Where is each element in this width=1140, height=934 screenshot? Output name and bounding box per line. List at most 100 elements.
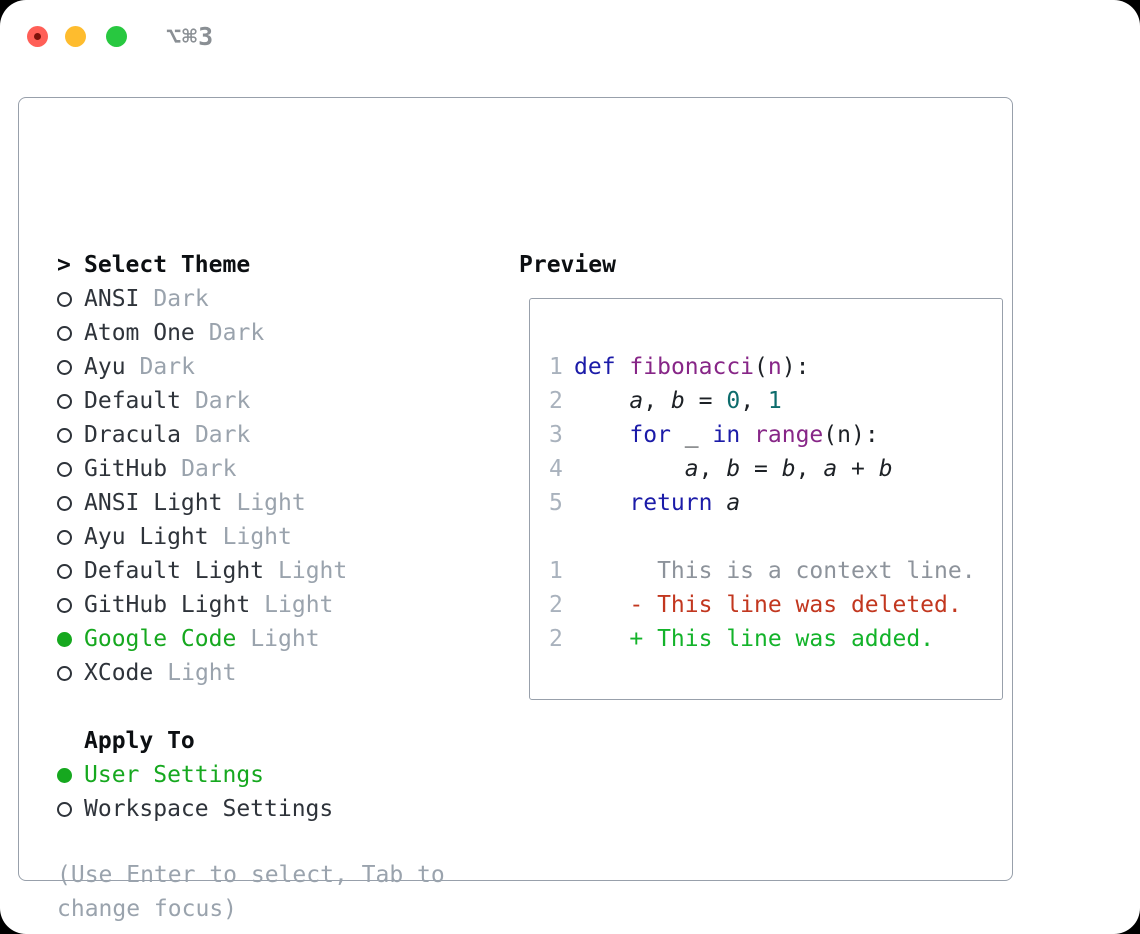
code-token-lit: 1 [767,388,782,414]
option-label: Atom One [84,320,195,346]
option-label: Default Light [84,558,265,584]
code-token-pl: ): [781,354,810,380]
option-variant: Dark [181,456,237,482]
code-token-add: + This line was added. [574,626,935,652]
radio-icon [57,495,72,511]
code-token-kw: return [629,490,713,516]
option-label: Workspace Settings [84,796,334,822]
code-token-kw: for [629,422,671,448]
radio-icon [57,393,72,409]
code-token-pl: , [698,456,727,482]
help-text: (Use Enter to select, Tab to change focu… [57,862,445,922]
code-token-kw: def [574,354,616,380]
window-title: ⌥⌘3 [166,22,215,51]
option-label: GitHub [84,456,168,482]
code-token-var: a [726,490,741,516]
code-token-pl [740,422,754,448]
code-token-pl: + [837,456,879,482]
code-token-ctx: This is a context line. [574,558,976,584]
theme-option[interactable]: Default Light Light [57,554,347,588]
preview-title: Preview [519,252,616,278]
option-label: ANSI Light [84,490,223,516]
code-token-kw: in [712,422,741,448]
theme-option[interactable]: Ayu Light Light [57,520,347,554]
theme-option[interactable]: GitHub Dark [57,452,347,486]
code-token-var: b [670,388,685,414]
code-token-var: a [684,456,699,482]
option-variant: Dark [153,286,209,312]
radio-icon [57,291,72,307]
option-variant: Light [278,558,348,584]
zoom-button[interactable] [106,26,127,47]
option-label: Ayu Light [84,524,209,550]
code-line: 1 This is a context line. [549,554,1002,588]
option-variant: Dark [208,320,265,346]
option-label: ANSI [84,286,140,312]
radio-icon [57,325,72,341]
option-variant: Light [167,660,237,686]
code-line: 5 return a [549,486,1002,520]
code-token-pl: _ [670,422,713,448]
select-theme-header: > Select Theme [57,248,347,282]
line-number: 4 [549,456,563,482]
line-number: 2 [549,626,563,652]
code-token-pl: , [740,388,768,414]
focus-caret-icon: > [57,252,71,278]
theme-option[interactable]: Atom One Dark [57,316,347,350]
code-line [549,520,1002,554]
code-token-var: b [878,456,893,482]
option-label: Default [84,388,181,414]
radio-icon [57,427,72,443]
line-number: 5 [549,490,563,516]
line-number: 1 [549,354,563,380]
code-token-pl [712,490,726,516]
code-token-var: a [823,456,838,482]
theme-option[interactable]: Default Dark [57,384,347,418]
code-token-pl: = [684,388,727,414]
radio-icon [57,461,72,477]
code-token-pl [574,490,629,516]
code-line: 4 a, b = b, a + b [549,452,1002,486]
option-variant: Light [264,592,334,618]
code-token-pl: , [643,388,671,414]
option-label: Ayu [84,354,126,380]
apply-to-header: Apply To [84,728,195,754]
code-token-pl: , [795,456,824,482]
apply-to-option[interactable]: User Settings [57,758,347,792]
option-label: GitHub Light [84,592,251,618]
radio-icon [57,631,72,647]
radio-icon [57,529,72,545]
apply-to-option[interactable]: Workspace Settings [57,792,347,826]
option-variant: Light [250,626,320,652]
minimize-button[interactable] [65,26,86,47]
code-token-var: a [629,388,644,414]
theme-option[interactable]: ANSI Dark [57,282,347,316]
radio-icon [57,597,72,613]
radio-icon [57,665,72,681]
theme-option[interactable]: GitHub Light Light [57,588,347,622]
close-button[interactable] [27,26,48,47]
code-token-pl [574,422,629,448]
select-theme-title: Select Theme [84,252,251,278]
code-token-pl: = [740,456,782,482]
option-variant: Dark [194,388,251,414]
code-token-lit: 0 [726,388,741,414]
code-token-var: b [781,456,796,482]
option-label: User Settings [84,762,265,788]
option-variant: Dark [194,422,251,448]
option-variant: Light [222,524,292,550]
code-token-pl [616,354,630,380]
